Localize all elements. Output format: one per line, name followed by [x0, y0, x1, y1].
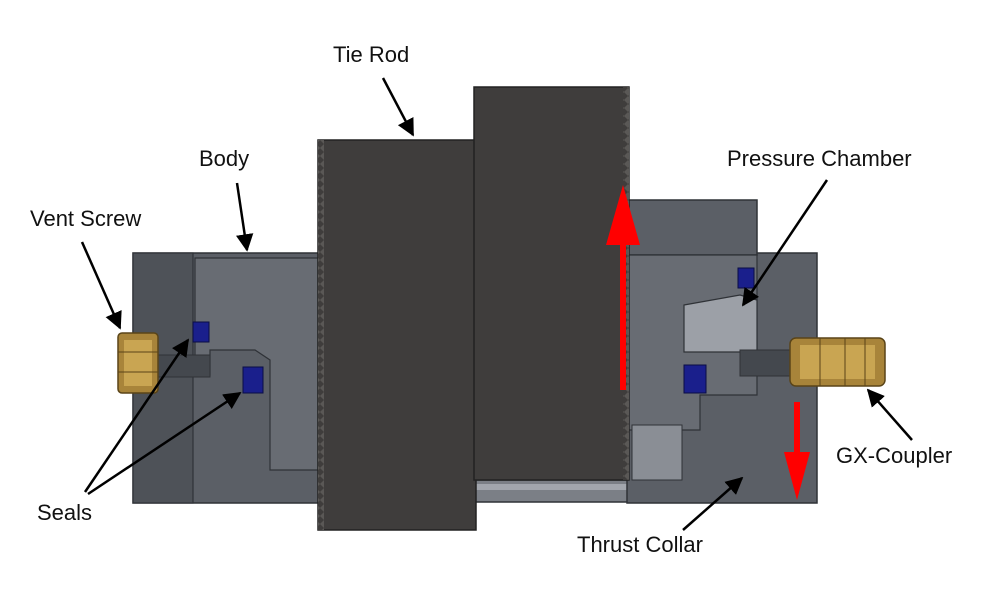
motion-arrows — [606, 185, 810, 500]
vent-screw — [117, 332, 159, 394]
leader-pressure-chamber — [741, 179, 829, 307]
leader-seals-2 — [87, 391, 242, 496]
label-tie-rod: Tie Rod — [333, 42, 409, 67]
leader-seals-1 — [83, 338, 190, 493]
seal-right-lower — [683, 364, 707, 394]
label-pressure-chamber: Pressure Chamber — [727, 146, 912, 171]
leader-lines — [80, 77, 913, 531]
down-arrow-head — [784, 452, 810, 500]
leader-tie-rod — [381, 77, 415, 137]
label-seals: Seals — [37, 500, 92, 525]
label-vent-screw: Vent Screw — [30, 206, 141, 231]
seal-left-upper — [192, 321, 210, 343]
leader-body — [235, 182, 254, 252]
up-arrow-head — [606, 185, 640, 245]
tie-rod — [317, 86, 630, 531]
seals — [192, 267, 755, 394]
label-thrust-collar: Thrust Collar — [577, 532, 703, 557]
left-body — [132, 252, 326, 504]
label-body: Body — [199, 146, 249, 171]
label-gx-coupler: GX-Coupler — [836, 443, 952, 468]
right-body — [626, 199, 818, 504]
seal-left-lower — [242, 366, 264, 394]
leader-vent-screw — [80, 241, 122, 330]
gx-coupler — [789, 337, 886, 387]
seal-right-upper — [737, 267, 755, 289]
leader-thrust-collar — [682, 476, 744, 531]
leader-gx-coupler — [866, 388, 913, 441]
